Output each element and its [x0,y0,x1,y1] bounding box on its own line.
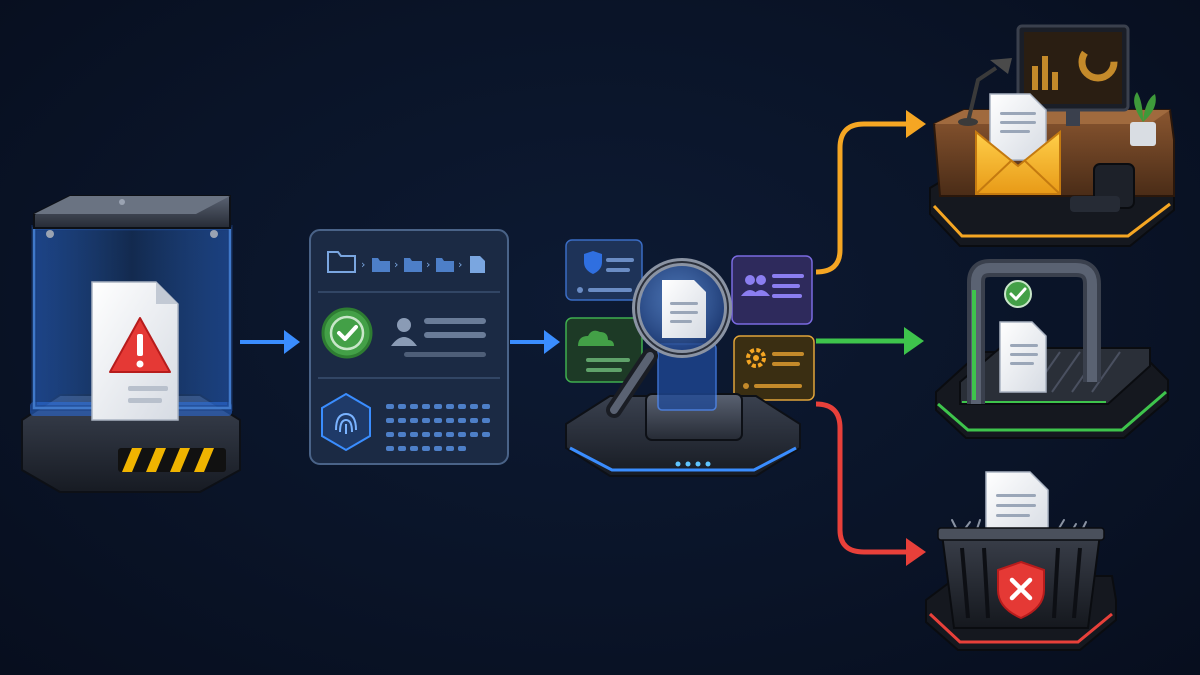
hash-dot [446,432,454,437]
shredded-document [985,471,1049,541]
hash-dot [434,446,442,451]
hash-dot [458,446,466,451]
hash-dot [398,446,406,451]
hash-dot [398,404,406,409]
hash-dot [398,418,406,423]
hash-dot [434,432,442,437]
hash-dot [470,404,478,409]
hash-dot [434,404,442,409]
hash-dot [410,404,418,409]
folder-path-breadcrumb: › › › › [327,251,485,273]
hash-dot [470,432,478,437]
scanner-gate [967,259,1101,404]
destination-discard [925,471,1117,651]
route-arrow-discard [815,401,926,566]
user-icon [391,318,417,346]
hash-dot [458,418,466,423]
hash-dot [422,404,430,409]
hash-data-dots [386,404,490,451]
security-policy-card [565,239,643,301]
hash-dot [386,418,394,423]
svg-text:›: › [394,258,398,271]
chair [1070,163,1135,212]
route-arrow-deliver [815,110,926,275]
hash-dot [422,418,430,423]
hash-dot [458,432,466,437]
svg-text:›: › [458,258,462,271]
hash-dot [434,418,442,423]
warning-icon [109,317,171,373]
quarantine-capsule [21,195,241,493]
shield-x-icon [997,560,1045,620]
hazard-stripe-panel [118,448,226,472]
desk-lamp [958,58,1012,126]
inspection-scanner [565,239,815,477]
hash-dot [446,418,454,423]
hash-dot [458,404,466,409]
hash-dot [386,432,394,437]
owner-info-lines [404,318,486,357]
hash-dot [386,446,394,451]
verified-badge-icon [321,307,373,359]
settings-card [733,335,815,401]
route-arrow-release [816,327,924,355]
flow-arrow-2 [510,330,560,354]
svg-text:›: › [361,258,365,271]
destination-checkpoint [935,259,1169,439]
hash-dot [422,432,430,437]
gear-icon [746,348,766,368]
check-icon [1004,280,1032,308]
hash-dot [422,446,430,451]
hash-dot [482,404,490,409]
hash-dot [446,446,454,451]
magnifier-icon [606,258,732,418]
hash-dot [470,418,478,423]
plant [1130,92,1156,146]
metadata-panel: › › › › [309,229,509,465]
envelope-icon [975,93,1061,195]
svg-text:›: › [426,258,430,271]
hash-dot [482,432,490,437]
user-group-card [731,255,813,325]
hash-dot [398,432,406,437]
hash-dot [410,418,418,423]
hash-dot [410,432,418,437]
hash-dot [446,404,454,409]
destination-workspace [929,24,1175,247]
monitor [1016,24,1130,126]
hash-dot [410,446,418,451]
hash-dot [386,404,394,409]
hash-dot [482,418,490,423]
flow-arrow-1 [240,330,300,354]
fingerprint-icon [321,392,371,452]
cloud-storage-card [565,317,643,383]
passed-document [999,321,1047,393]
